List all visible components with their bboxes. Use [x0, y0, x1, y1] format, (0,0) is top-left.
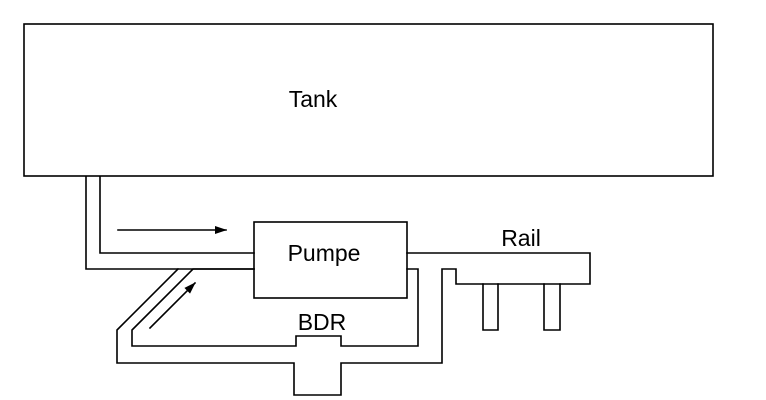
rail-and-outer-return-line: [116, 252, 591, 396]
tank-label: Tank: [289, 86, 338, 112]
pump-label: Pumpe: [288, 240, 361, 266]
pump-box: [253, 221, 408, 299]
return-flow-arrow: [148, 281, 197, 330]
bdr-label: BDR: [298, 309, 347, 335]
rail-injector-1: [482, 283, 499, 331]
rail-label: Rail: [501, 225, 541, 251]
return-line-inner: [131, 268, 419, 347]
tank-box: [23, 23, 714, 177]
rail-injector-2: [543, 283, 561, 331]
supply-line-outer: [85, 176, 255, 270]
supply-line-inner: [99, 176, 255, 254]
